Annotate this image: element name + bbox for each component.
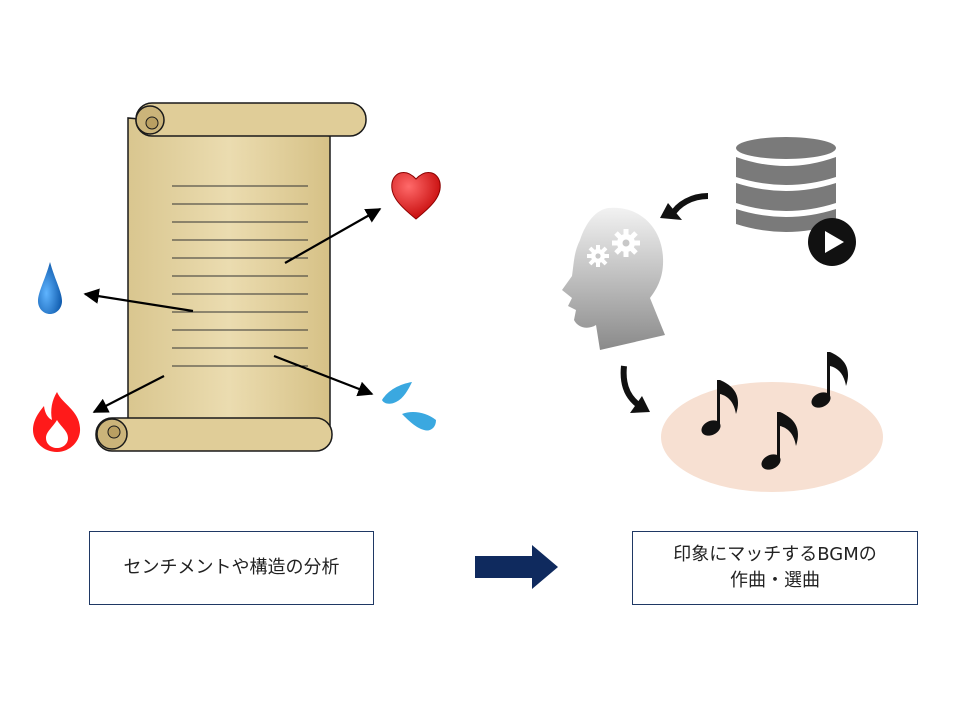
caption-box-analysis: センチメントや構造の分析	[89, 531, 374, 605]
scroll-icon	[95, 102, 367, 452]
water-drop-icon	[38, 262, 62, 314]
caption-bgm-line2: 作曲・選曲	[730, 570, 820, 591]
caption-box-bgm: 印象にマッチするBGMの 作曲・選曲	[632, 531, 918, 605]
music-area-ellipse	[661, 382, 883, 492]
head-gears-icon	[562, 207, 665, 350]
process-arrow	[475, 545, 558, 589]
caption-analysis: センチメントや構造の分析	[123, 557, 340, 578]
music-note-icon	[811, 352, 849, 408]
gear-icon	[587, 229, 640, 267]
curved-arrow-to-head	[660, 193, 709, 220]
database-icon	[736, 137, 836, 232]
caption-bgm-line1: 印象にマッチするBGMの	[673, 544, 877, 565]
emotion-arrows	[83, 208, 382, 413]
flame-icon	[33, 392, 81, 452]
music-note-icon	[761, 412, 799, 470]
curved-arrow-to-music	[620, 365, 650, 413]
music-note-icon	[701, 380, 739, 436]
sweat-drops-icon	[382, 382, 436, 431]
play-icon	[808, 218, 856, 266]
heart-icon	[391, 172, 441, 220]
scroll-text-lines	[172, 185, 308, 367]
